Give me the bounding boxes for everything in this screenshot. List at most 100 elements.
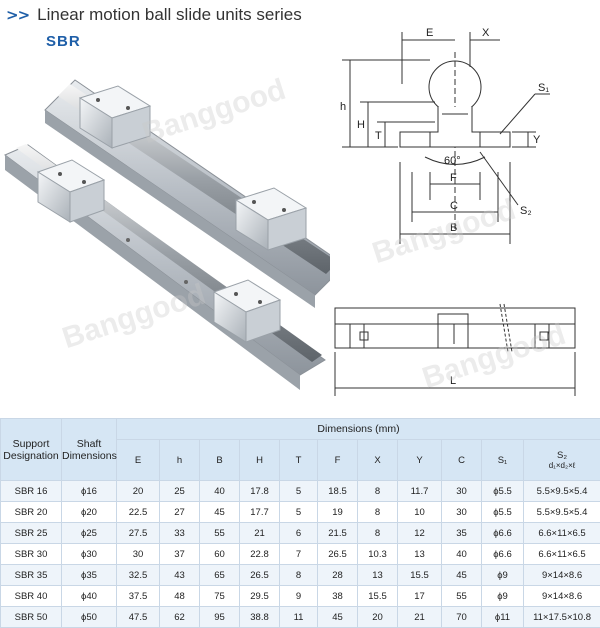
table-cell: 37 [160, 544, 200, 565]
table-cell: ϕ6.6 [482, 523, 524, 544]
table-cell: 26.5 [318, 544, 358, 565]
table-cell: 75 [200, 586, 240, 607]
column-header-label: S₁ [482, 455, 523, 466]
table-cell: 8 [280, 565, 318, 586]
label-s2: S₂ [520, 205, 532, 217]
table-cell: 25 [160, 481, 200, 502]
table-cell: 21 [240, 523, 280, 544]
table-cell: 13 [398, 544, 442, 565]
label-c: C [450, 200, 458, 212]
label-h: H [357, 119, 365, 131]
table-cell: 38.8 [240, 607, 280, 628]
table-cell: 29.5 [240, 586, 280, 607]
column-header-label: T [280, 455, 317, 466]
table-cell: 27.5 [117, 523, 160, 544]
column-header-label: X [358, 455, 397, 466]
table-cell: ϕ9 [482, 586, 524, 607]
column-header: B [200, 440, 240, 481]
table-cell: 19 [318, 502, 358, 523]
column-header: H [240, 440, 280, 481]
table-cell: 21.5 [318, 523, 358, 544]
table-cell: 30 [442, 481, 482, 502]
table-cell: ϕ30 [62, 544, 117, 565]
table-cell: ϕ25 [62, 523, 117, 544]
table-cell: 13 [358, 565, 398, 586]
header-arrows: >> [6, 6, 29, 24]
table-cell: 22.5 [117, 502, 160, 523]
table-cell: 11.7 [398, 481, 442, 502]
table-cell: 8 [358, 523, 398, 544]
table-cell: 12 [398, 523, 442, 544]
label-f: F [450, 172, 457, 184]
table-cell: 9×14×8.6 [524, 565, 600, 586]
table-cell: 38 [318, 586, 358, 607]
table-cell: SBR 25 [1, 523, 62, 544]
table-cell: 7 [280, 544, 318, 565]
column-header: Y [398, 440, 442, 481]
table-cell: 6 [280, 523, 318, 544]
label-angle: 60° [444, 155, 461, 167]
table-cell: ϕ35 [62, 565, 117, 586]
column-header: h [160, 440, 200, 481]
table-cell: 5.5×9.5×5.4 [524, 481, 600, 502]
table-cell: 55 [200, 523, 240, 544]
table-cell: 22.8 [240, 544, 280, 565]
table-cell: 70 [442, 607, 482, 628]
table-cell: 20 [117, 481, 160, 502]
column-header-sub: d₁×d₂×ℓ [524, 461, 600, 470]
table-cell: 26.5 [240, 565, 280, 586]
lower-block-left [38, 160, 104, 222]
column-header-label: B [200, 455, 239, 466]
cross-section-diagram: E X S₁ h H T Y 60° F C S₂ B [330, 22, 592, 272]
table-cell: 9×14×8.6 [524, 586, 600, 607]
label-x: X [482, 27, 490, 39]
table-cell: ϕ40 [62, 586, 117, 607]
label-l: L [450, 375, 456, 387]
table-cell: 17 [398, 586, 442, 607]
label-h-small: h [340, 101, 346, 113]
table-cell: ϕ9 [482, 565, 524, 586]
table-cell: ϕ6.6 [482, 544, 524, 565]
table-cell: SBR 50 [1, 607, 62, 628]
spec-table-container: Support Designation Shaft Dimensions Dim… [0, 418, 600, 600]
table-cell: ϕ11 [482, 607, 524, 628]
table-cell: 8 [358, 502, 398, 523]
column-header-label: F [318, 455, 357, 466]
table-cell: 15.5 [358, 586, 398, 607]
table-cell: 6.6×11×6.5 [524, 544, 600, 565]
table-cell: ϕ5.5 [482, 481, 524, 502]
column-header: T [280, 440, 318, 481]
table-cell: 45 [442, 565, 482, 586]
table-cell: ϕ20 [62, 502, 117, 523]
table-cell: 48 [160, 586, 200, 607]
column-header-label: h [160, 455, 199, 466]
label-b: B [450, 222, 457, 234]
table-cell: 32.5 [117, 565, 160, 586]
table-cell: 40 [200, 481, 240, 502]
table-cell: 10.3 [358, 544, 398, 565]
label-y: Y [533, 134, 541, 146]
table-cell: 45 [318, 607, 358, 628]
table-cell: 5 [280, 481, 318, 502]
column-header: E [117, 440, 160, 481]
table-cell: SBR 16 [1, 481, 62, 502]
label-e: E [426, 27, 433, 39]
table-cell: 11×17.5×10.8 [524, 607, 600, 628]
table-cell: SBR 20 [1, 502, 62, 523]
column-header: C [442, 440, 482, 481]
product-photo [0, 50, 330, 400]
column-header-label: H [240, 455, 279, 466]
column-header-label: S₂ [524, 450, 600, 461]
table-cell: 45 [200, 502, 240, 523]
column-header: S₁ [482, 440, 524, 481]
table-cell: 65 [200, 565, 240, 586]
table-cell: ϕ50 [62, 607, 117, 628]
table-cell: 47.5 [117, 607, 160, 628]
table-cell: ϕ16 [62, 481, 117, 502]
table-cell: 55 [442, 586, 482, 607]
